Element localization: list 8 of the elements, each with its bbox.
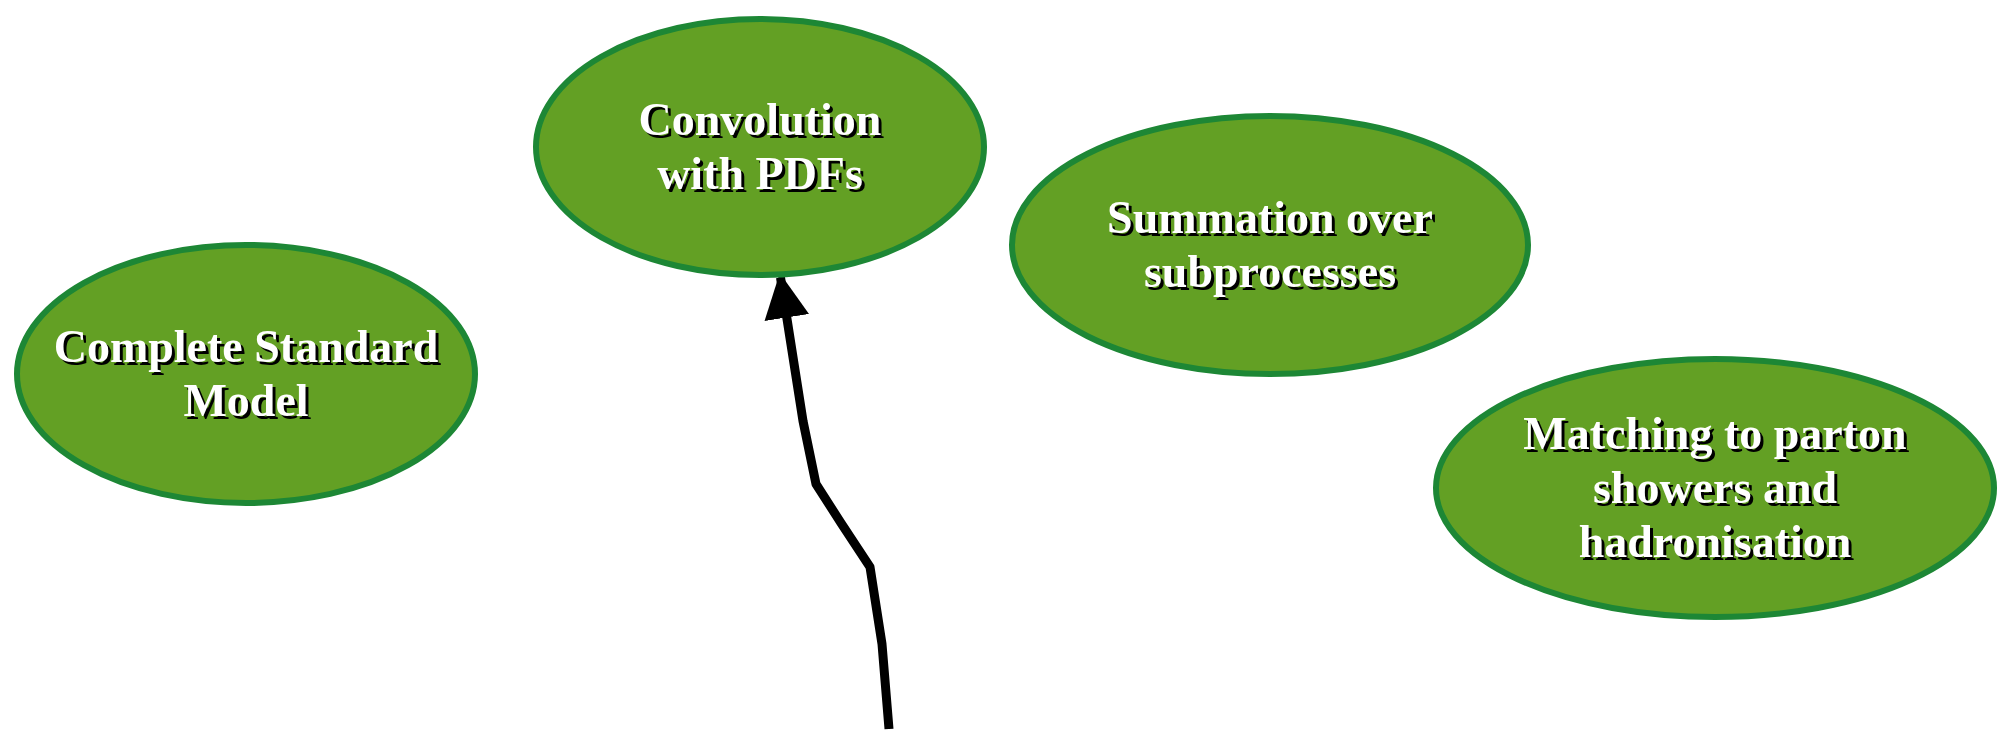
node-label: Complete Standard Model	[52, 320, 440, 428]
ellipse-node	[14, 242, 478, 506]
ellipse-node	[533, 16, 987, 278]
node-label: Convolution with PDFs	[637, 93, 883, 201]
node-label: Summation over subprocesses	[1106, 191, 1434, 299]
ellipse-node	[1009, 113, 1531, 377]
ellipse-node	[1433, 356, 1997, 620]
node-label: Matching to parton showers and hadronisation	[1522, 407, 1908, 569]
